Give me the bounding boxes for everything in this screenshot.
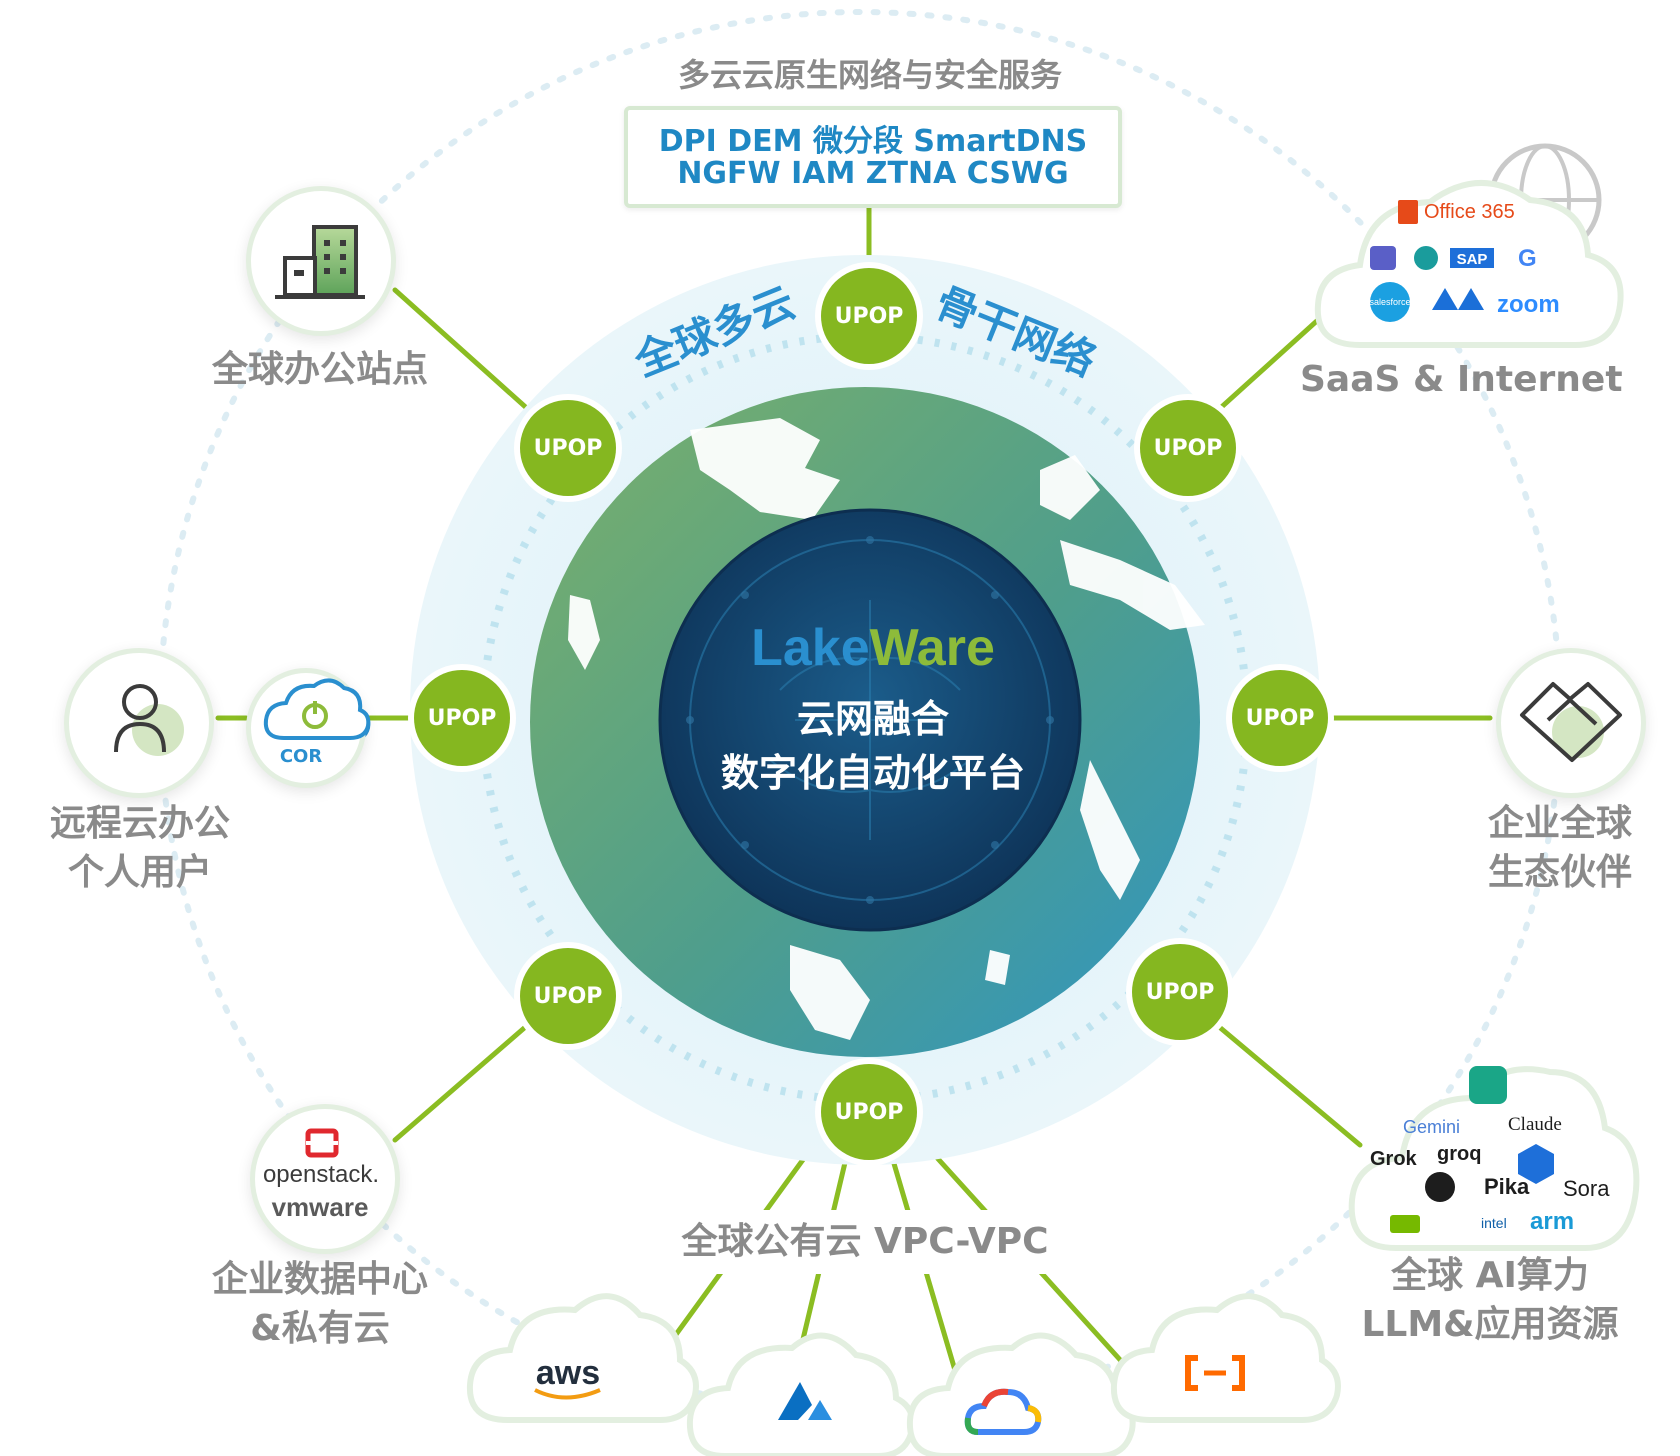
upop-left[interactable]: UPOP — [414, 670, 510, 766]
google-logo: G — [1518, 245, 1537, 272]
upop-bottom-right[interactable]: UPOP — [1132, 944, 1228, 1040]
service-row-2: NGFW IAM ZTNA CSWG — [677, 156, 1069, 191]
brand-ware: Ware — [870, 619, 995, 677]
partner-node-circle[interactable] — [1496, 648, 1646, 798]
zoom-logo: zoom — [1497, 291, 1560, 318]
core-platform — [658, 508, 1082, 932]
datacenter-label: 企业数据中心 &私有云 — [180, 1256, 460, 1353]
office-node-circle[interactable] — [246, 186, 396, 336]
sap-logo: SAP — [1457, 251, 1488, 268]
upop-bottom[interactable]: UPOP — [821, 1064, 917, 1160]
sora-logo: Sora — [1563, 1176, 1610, 1201]
office-label: 全球办公站点 — [211, 349, 428, 390]
grok-logo: Grok — [1370, 1148, 1418, 1170]
datacenter-line1: 企业数据中心 — [211, 1259, 428, 1300]
brand-logo: LakeWare — [751, 619, 995, 677]
upop-bottom-left[interactable]: UPOP — [520, 948, 616, 1044]
remote-user-node-circle[interactable] — [64, 648, 214, 798]
public-cloud-label: 全球公有云 VPC-VPC — [570, 1210, 1160, 1274]
azure-cloud — [686, 1332, 916, 1456]
aws-cloud — [466, 1293, 699, 1423]
saas-label: SaaS & Internet — [1300, 359, 1623, 400]
intel-logo: intel — [1481, 1215, 1507, 1231]
gemini-logo: Gemini — [1403, 1117, 1460, 1137]
datacenter-node-circle[interactable] — [250, 1104, 400, 1254]
ai-cloud — [1348, 1066, 1640, 1251]
aws-logo: aws — [536, 1354, 600, 1392]
partner-label: 企业全球 生态伙伴 — [1450, 800, 1670, 897]
office365-logo: Office 365 — [1424, 201, 1515, 223]
remote-label: 远程云办公 个人用户 — [20, 800, 260, 897]
upop-top-right[interactable]: UPOP — [1140, 400, 1236, 496]
partner-line1: 企业全球 — [1487, 803, 1632, 844]
core-line1: 云网融合 — [797, 697, 949, 741]
pika-logo: Pika — [1484, 1174, 1530, 1199]
upop-right[interactable]: UPOP — [1232, 670, 1328, 766]
saas-cloud — [1314, 143, 1624, 348]
core-line2: 数字化自动化平台 — [721, 751, 1025, 795]
brand-lake: Lake — [751, 619, 870, 677]
datacenter-line2: &私有云 — [250, 1307, 390, 1349]
remote-line1: 远程云办公 — [49, 803, 230, 844]
upop-top-left[interactable]: UPOP — [520, 400, 616, 496]
gcp-cloud — [906, 1332, 1136, 1456]
salesforce-logo: salesforce — [1369, 297, 1410, 307]
partner-line2: 生态伙伴 — [1487, 851, 1632, 893]
alibaba-cloud — [1110, 1293, 1341, 1423]
ai-line1: 全球 AI算力 — [1391, 1255, 1589, 1296]
ai-label: 全球 AI算力 LLM&应用资源 — [1340, 1252, 1640, 1349]
arm-logo: arm — [1530, 1208, 1574, 1235]
groq-logo: groq — [1437, 1143, 1481, 1165]
claude-logo: Claude — [1508, 1114, 1562, 1135]
service-row-1: DPI DEM 微分段 SmartDNS — [658, 124, 1088, 159]
ai-line2: LLM&应用资源 — [1361, 1303, 1619, 1345]
upop-top[interactable]: UPOP — [821, 268, 917, 364]
top-service-title: 多云云原生网络与安全服务 — [677, 56, 1062, 94]
cor-node-circle[interactable] — [246, 668, 366, 788]
service-box: DPI DEM 微分段 SmartDNS NGFW IAM ZTNA CSWG — [624, 106, 1122, 208]
remote-line2: 个人用户 — [67, 851, 212, 893]
